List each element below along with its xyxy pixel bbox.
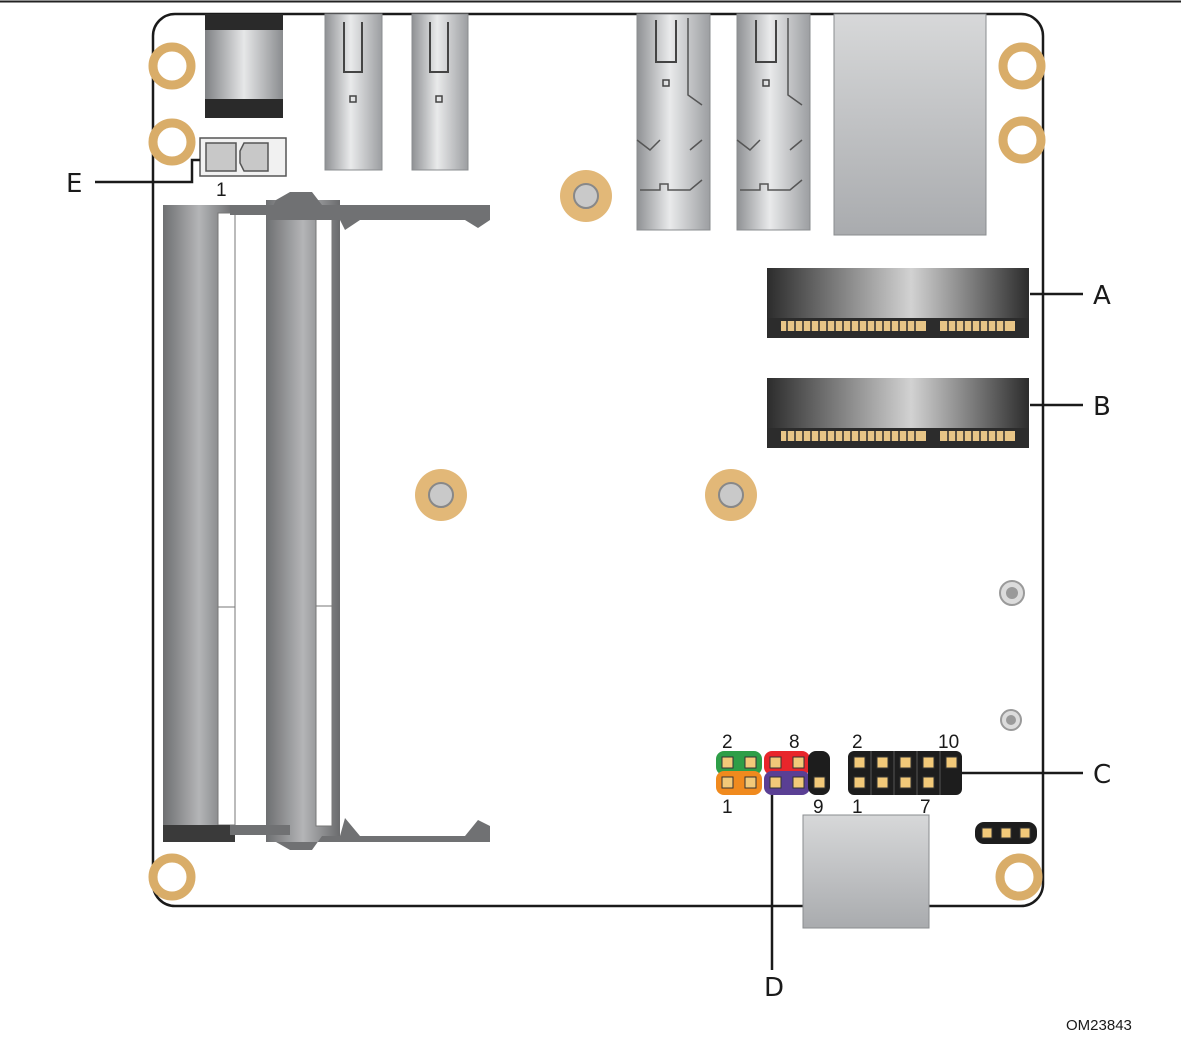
sodimm-slot xyxy=(230,192,490,850)
standoff xyxy=(705,469,757,521)
small-via xyxy=(1000,709,1022,731)
usb-port xyxy=(324,13,383,171)
board-outline xyxy=(151,12,1045,908)
pin-number-c-2: 2 xyxy=(852,732,863,753)
pin-number-d-9: 9 xyxy=(813,797,824,818)
dc-power-jack xyxy=(205,14,283,118)
pin-number-d-1: 1 xyxy=(722,797,733,818)
mount-hole xyxy=(148,853,196,901)
callout-label-c: C xyxy=(1093,760,1111,790)
mounting-holes xyxy=(148,42,1046,901)
callout-label-a: A xyxy=(1093,281,1111,311)
usb-header xyxy=(848,751,962,795)
three-pin-header xyxy=(975,822,1037,844)
battery-connector xyxy=(199,137,287,177)
pin-number-d-2: 2 xyxy=(722,732,733,753)
standoff xyxy=(415,469,467,521)
m2-connector-a xyxy=(767,268,1029,338)
pin-number-c-10: 10 xyxy=(938,732,959,753)
pin-number-c-7: 7 xyxy=(920,797,931,818)
callout-lines xyxy=(95,158,1083,970)
mount-hole xyxy=(995,853,1043,901)
pin-number-c-1: 1 xyxy=(852,797,863,818)
pin-number-e: 1 xyxy=(216,180,227,201)
callout-label-d: D xyxy=(764,973,784,1003)
front-panel-header xyxy=(716,751,830,795)
usb-port-stacked xyxy=(636,13,711,231)
pin-number-d-8: 8 xyxy=(789,732,800,753)
mount-hole xyxy=(998,116,1046,164)
figure-code: OM23843 xyxy=(1066,1017,1132,1034)
sodimm-slot xyxy=(163,205,236,842)
bottom-port xyxy=(802,814,930,929)
callout-label-e: E xyxy=(66,169,82,199)
small-via xyxy=(999,580,1025,606)
m2-connector-b xyxy=(767,378,1029,448)
mount-hole xyxy=(998,42,1046,90)
mount-hole xyxy=(148,42,196,90)
standoff xyxy=(560,170,612,222)
lan-jack xyxy=(833,13,987,236)
callout-label-b: B xyxy=(1093,392,1111,422)
mount-hole xyxy=(148,118,196,166)
usb-port-stacked xyxy=(736,13,811,231)
usb-port xyxy=(411,13,469,171)
